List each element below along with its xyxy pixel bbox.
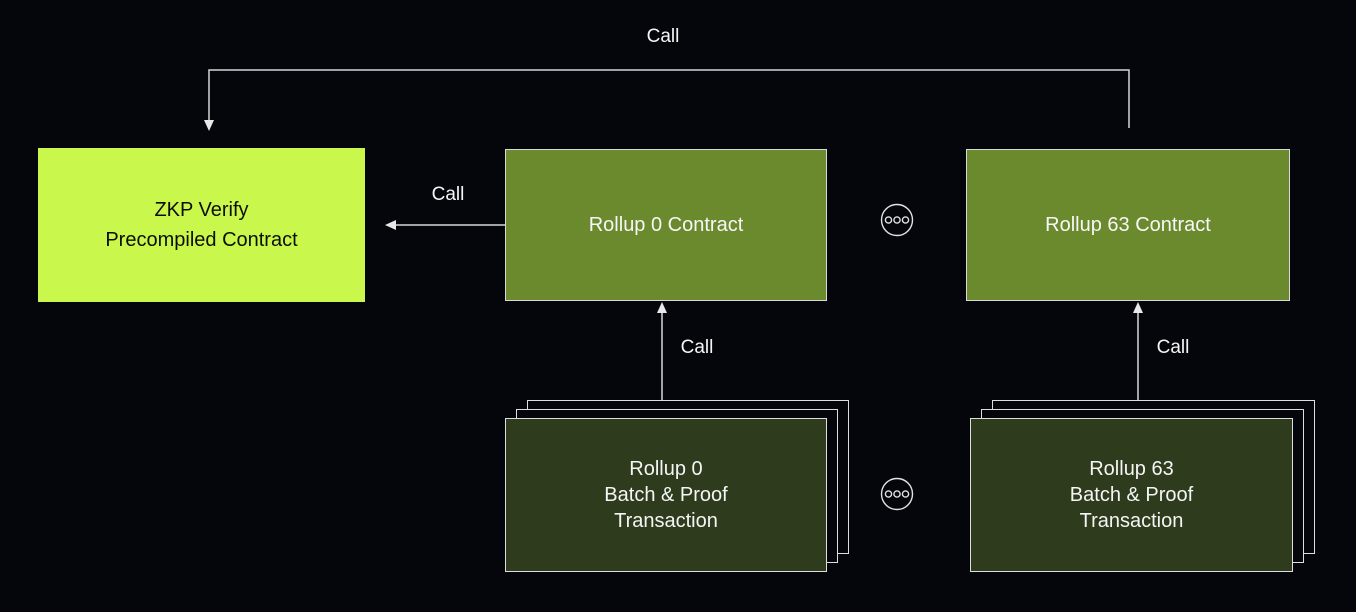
node-label-line: Batch & Proof xyxy=(1069,484,1194,506)
node-zkp-verify-precompiled-contract: ZKP Verify Precompiled Contract xyxy=(38,148,365,302)
node-label-line: Transaction xyxy=(614,510,718,532)
node-label: Rollup 0 Contract xyxy=(588,213,744,236)
node-label-line: Rollup 63 xyxy=(1089,458,1174,480)
node-label-line: Rollup 0 xyxy=(629,458,703,480)
edge-label-tx63-call: Call xyxy=(1156,337,1190,358)
edge-label-rollup0-to-zkp-call: Call xyxy=(431,184,465,205)
node-rollup63-batch-proof-transaction: Rollup 63 Batch & Proof Transaction xyxy=(970,418,1293,572)
node-rollup0-batch-proof-transaction: Rollup 0 Batch & Proof Transaction xyxy=(505,418,827,572)
edge-label-top-call: Call xyxy=(646,26,680,47)
arrowhead-down-icon xyxy=(204,120,214,131)
edge-label-tx0-call: Call xyxy=(680,337,714,358)
ellipsis-circle-icon xyxy=(880,203,914,237)
arrowhead-up-icon xyxy=(657,302,667,313)
node-label-line: ZKP Verify xyxy=(154,199,249,221)
node-rollup63-contract: Rollup 63 Contract xyxy=(966,149,1290,301)
node-rollup0-contract: Rollup 0 Contract xyxy=(505,149,827,301)
ellipsis-circle-icon xyxy=(880,477,914,511)
node-label-line: Batch & Proof xyxy=(604,484,728,506)
node-label-line: Transaction xyxy=(1079,510,1184,532)
node-label-line: Precompiled Contract xyxy=(105,229,298,251)
arrowhead-up-icon xyxy=(1133,302,1143,313)
connector-top-call xyxy=(208,69,1130,128)
arrowhead-left-icon xyxy=(385,220,396,230)
node-label: Rollup 63 Contract xyxy=(1045,213,1211,236)
